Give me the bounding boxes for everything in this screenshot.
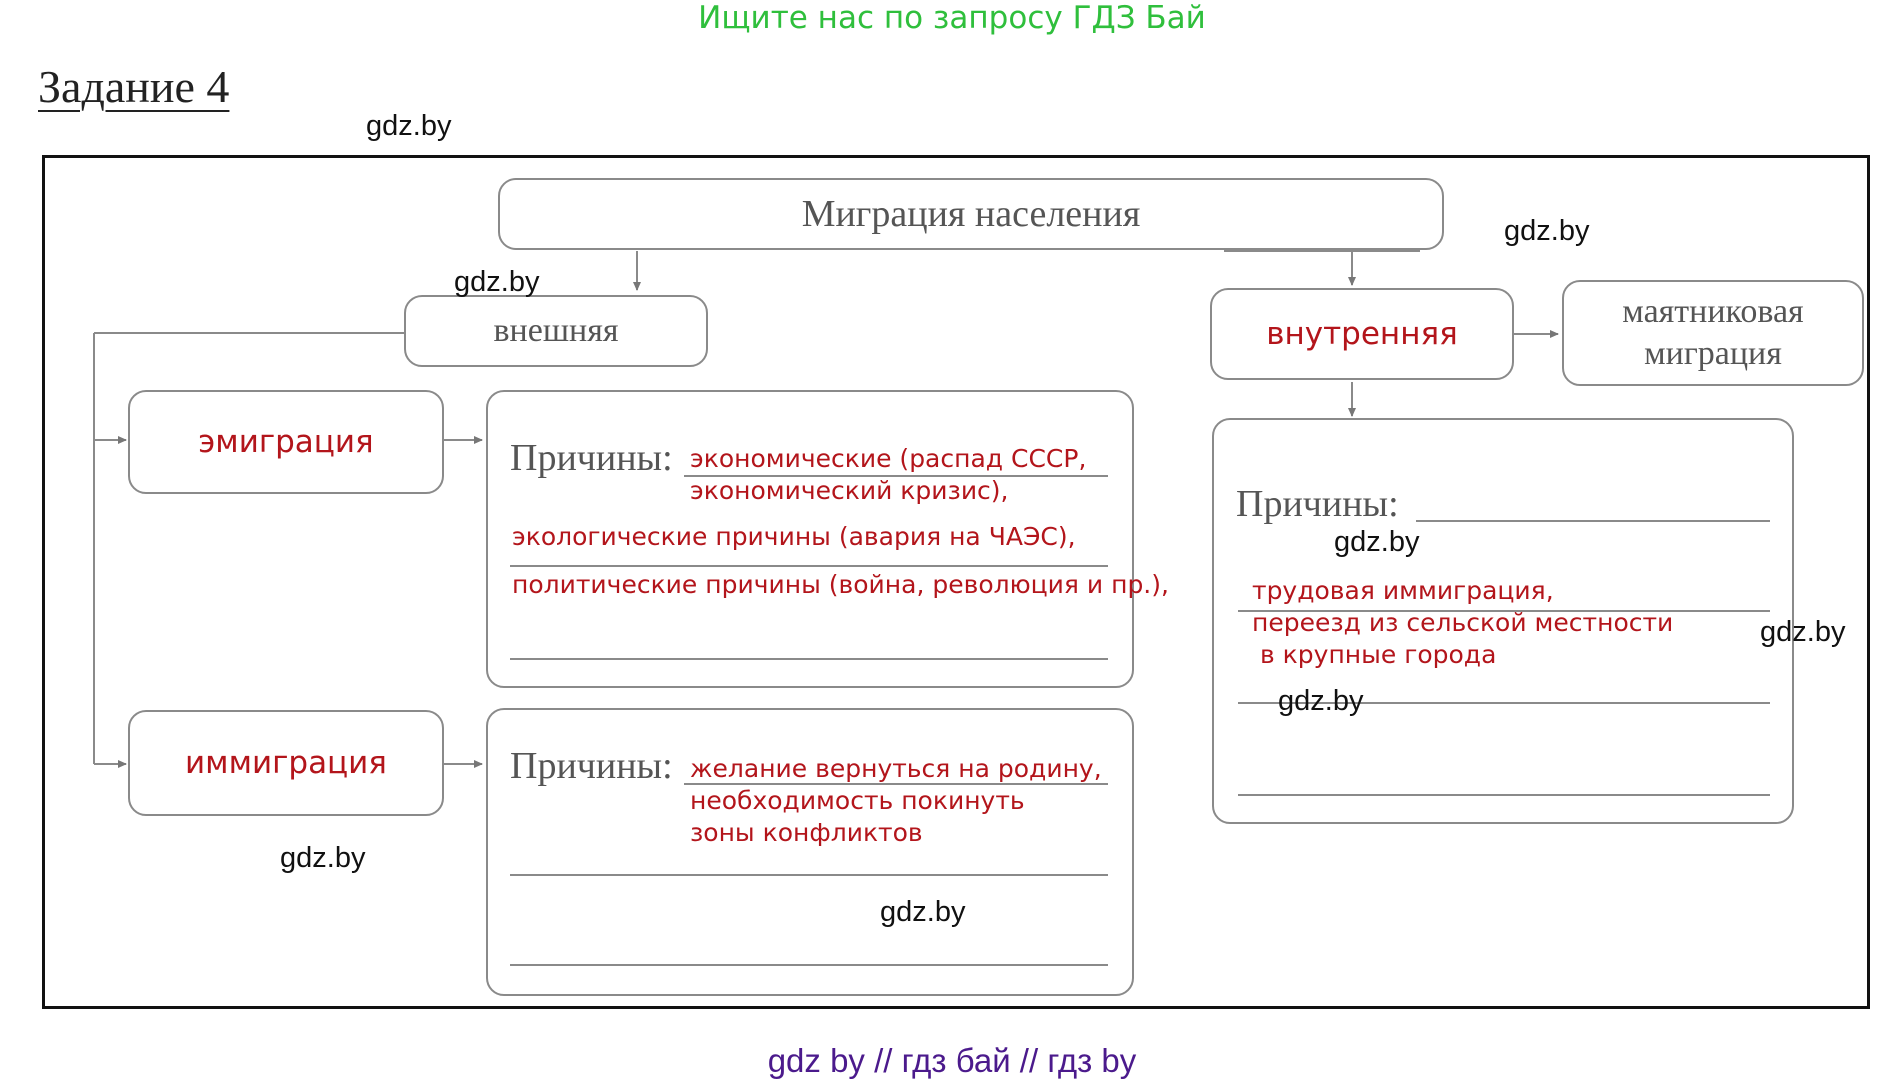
- root-node-label: Миграция населения: [801, 193, 1141, 235]
- internal-reason-line: переезд из сельской местности: [1252, 608, 1674, 637]
- emigration-reason-line: экологические причины (авария на ЧАЭС),: [512, 522, 1076, 551]
- internal-reasons-box: Причины: трудовая иммиграция, переезд из…: [1212, 418, 1794, 824]
- internal-node-label: внутренняя: [1266, 316, 1458, 352]
- emigration-reasons-label: Причины:: [510, 437, 673, 479]
- immigration-reason-line: необходимость покинуть: [690, 786, 1025, 815]
- watermark: gdz.by: [1760, 616, 1846, 648]
- pendulum-migration-label: маятниковая миграция: [1622, 293, 1804, 372]
- immigration-reasons-label: Причины:: [510, 745, 673, 787]
- watermark: gdz.by: [1334, 526, 1420, 558]
- immigration-reasons-box: Причины: желание вернуться на родину, не…: [486, 708, 1134, 996]
- emigration-reason-line: экономический кризис),: [690, 476, 1009, 505]
- footer-links[interactable]: gdz by // гдз бай // гдз by: [767, 1042, 1137, 1079]
- internal-reason-line: в крупные города: [1260, 640, 1497, 669]
- root-node: Миграция населения: [498, 178, 1444, 250]
- emigration-reason-line: экономические (распад СССР,: [690, 444, 1087, 473]
- watermark: gdz.by: [366, 110, 452, 142]
- external-node: внешняя: [404, 295, 708, 367]
- watermark: gdz.by: [454, 266, 540, 298]
- emigration-node-label: эмиграция: [198, 424, 374, 460]
- diagram-frame: [42, 155, 1870, 1009]
- internal-reasons-label: Причины:: [1236, 483, 1399, 525]
- watermark: gdz.by: [1278, 685, 1364, 717]
- immigration-reason-line: желание вернуться на родину,: [690, 754, 1102, 783]
- watermark: gdz.by: [1504, 215, 1590, 247]
- emigration-node: эмиграция: [128, 390, 444, 494]
- immigration-reason-line: зоны конфликтов: [690, 818, 923, 847]
- external-node-label: внешняя: [493, 312, 619, 349]
- watermark: gdz.by: [880, 896, 966, 928]
- internal-reason-line: трудовая иммиграция,: [1252, 576, 1554, 605]
- watermark: gdz.by: [280, 842, 366, 874]
- emigration-reasons-box: Причины: экономические (распад СССР, эко…: [486, 390, 1169, 688]
- internal-node: внутренняя: [1210, 288, 1514, 380]
- immigration-node-label: иммиграция: [185, 745, 387, 781]
- immigration-node: иммиграция: [128, 710, 444, 816]
- task-title: Задание 4: [38, 61, 230, 112]
- pendulum-migration-node: маятниковая миграция: [1562, 280, 1864, 386]
- emigration-reason-line: политические причины (война, революция и…: [512, 570, 1169, 599]
- top-banner[interactable]: Ищите нас по запросу ГДЗ Бай: [698, 0, 1206, 36]
